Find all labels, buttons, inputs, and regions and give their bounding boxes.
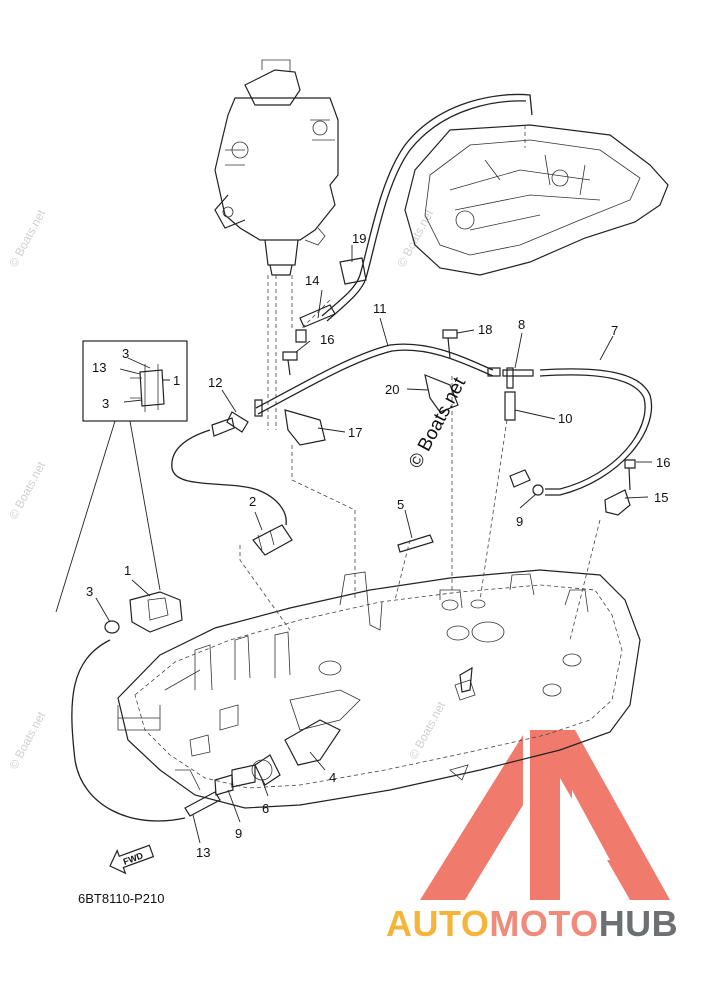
callout-3: 3 [86, 584, 93, 599]
callout-13: 13 [196, 845, 210, 860]
callout-1-detail: 1 [173, 373, 180, 388]
callout-2: 2 [249, 494, 256, 509]
watermark-mid-left: © Boats.net [6, 459, 48, 522]
brand-part-hub: HUB [598, 903, 679, 944]
hoses [71, 93, 653, 822]
callout-13-detail: 13 [92, 360, 106, 375]
brand-part-auto: AUTO [386, 903, 490, 944]
callout-8: 8 [518, 317, 525, 332]
callout-6: 6 [262, 801, 269, 816]
small-parts [104, 257, 636, 817]
detail-inset [55, 340, 188, 613]
callout-15: 15 [654, 490, 668, 505]
callout-19: 19 [352, 231, 366, 246]
callout-17: 17 [348, 425, 362, 440]
leader-lines [95, 245, 652, 844]
callout-9-right: 9 [516, 514, 523, 529]
callout-7: 7 [611, 323, 618, 338]
callout-4: 4 [329, 770, 336, 785]
callout-3-detail-top: 3 [122, 346, 129, 361]
watermark-top-left: © Boats.net [6, 207, 48, 270]
callout-10: 10 [558, 411, 572, 426]
watermark-top-right: © Boats.net [394, 207, 436, 270]
callout-14: 14 [305, 273, 319, 288]
diagram-code: 6BT8110-P210 [78, 891, 165, 906]
callout-11: 11 [373, 301, 387, 316]
automotohub-logo-mark [420, 730, 670, 900]
watermark-low-left: © Boats.net [6, 709, 48, 772]
side-watermarks: © Boats.net © Boats.net © Boats.net © Bo… [6, 207, 448, 772]
bottom-cowling [117, 569, 641, 809]
callout-3-detail-bottom: 3 [102, 396, 109, 411]
brand-part-moto: MOTO [489, 903, 599, 944]
callout-9-left: 9 [235, 826, 242, 841]
fwd-arrow: FWD [109, 844, 155, 875]
brand-wordmark: AUTOMOTOHUB [386, 903, 678, 945]
watermark-right-bottom: © Boats.net [406, 699, 448, 762]
callout-16-right: 16 [656, 455, 670, 470]
callout-20: 20 [385, 382, 399, 397]
callouts: 1 1 2 3 3 3 4 5 6 7 8 9 9 10 11 12 13 13… [86, 231, 670, 860]
callout-16-upper: 16 [320, 332, 334, 347]
callout-12: 12 [208, 375, 222, 390]
callout-1: 1 [124, 563, 131, 578]
upper-cover-plate [404, 124, 669, 276]
callout-18: 18 [478, 322, 492, 337]
callout-5: 5 [397, 497, 404, 512]
